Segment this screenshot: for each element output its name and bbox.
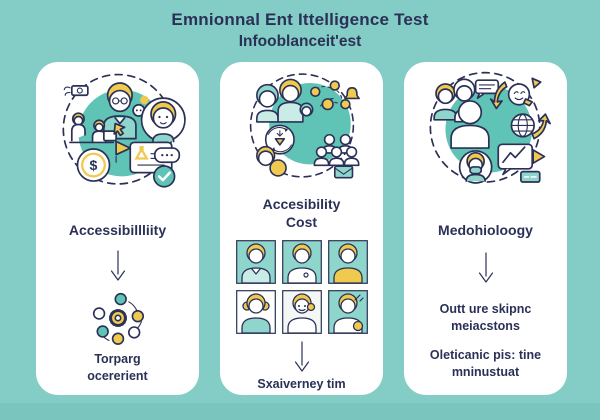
check-circle-icon (152, 165, 175, 188)
people-money-feedback-illustration: $ (61, 73, 186, 188)
speech-dots-icon (131, 95, 149, 117)
avatar-person-teal-shirt (235, 240, 276, 284)
dollar-coin-icon: $ (76, 148, 110, 182)
cards-row: $ Accessibillliity (36, 62, 567, 395)
down-arrow-icon (294, 341, 309, 372)
background-bottom-band (0, 403, 600, 420)
person-teal-hair-icon (255, 83, 279, 123)
page-title: Emnionnal Ent Ittelligence Test Infoobla… (0, 10, 600, 51)
card3-heading: Medohioloogy (438, 222, 533, 238)
avatar-person-headset (281, 290, 322, 334)
pencil-icon (522, 98, 533, 107)
card3-text-block-1: Outt ure skipnc meiacstons (439, 302, 532, 334)
avatar-person-side-buns (235, 290, 276, 334)
person-portrait-icon (140, 97, 186, 143)
people-at-desk-icon (68, 112, 125, 144)
card-accessibility: $ Accessibillliity (36, 62, 199, 395)
card-accessibility-cost: Accesibility Cost (220, 62, 383, 395)
card3-text-block-2: Oleticanic pis: tine mninustuat (429, 348, 542, 380)
face-with-coin-icon (255, 145, 287, 177)
envelope-icon (333, 165, 353, 179)
translate-tag-icon (519, 170, 541, 183)
bell-icon (343, 87, 360, 100)
feedback-device-icon (114, 140, 180, 188)
page-title-line1: Emnionnal Ent Ittelligence Test (171, 10, 429, 29)
speech-bubble-icon (474, 79, 499, 95)
circular-arrows-icon (264, 124, 295, 155)
megaphone-icon (114, 140, 131, 156)
chart-bubble-icon (496, 143, 545, 183)
down-arrow-icon (478, 252, 493, 284)
card1-heading: Accessibillliity (68, 222, 167, 238)
center-person-icon (449, 100, 490, 149)
people-translation-chat-illustration (429, 71, 551, 184)
avatar-person-with-coin (327, 290, 368, 334)
audience-group-icon (313, 133, 359, 179)
small-person-icon (298, 102, 313, 117)
avatar-person-yellow-shirt (327, 240, 368, 284)
gear-icon (108, 309, 127, 328)
person-yellow-hair-icon (276, 78, 304, 123)
money-bill-icon (63, 85, 89, 97)
dollar-symbol: $ (89, 157, 97, 173)
page-title-line2: Infooblanceit'est (238, 33, 362, 50)
cursor-icon (112, 122, 125, 137)
card2-heading: Accesibility Cost (262, 196, 341, 231)
avatar-grid (235, 240, 368, 334)
interpreter-icon (458, 150, 493, 184)
coin-network-icon (309, 80, 360, 111)
flask-icon (133, 146, 149, 160)
avatar-person-white-shirt (281, 240, 322, 284)
card1-caption: Torparg ocererient (87, 352, 148, 384)
process-cycle-gear-icon (92, 293, 144, 346)
people-network-coins-illustration (249, 73, 360, 179)
card-methodology: Medohioloogy Outt ure skipnc meiacstons … (404, 62, 567, 395)
translation-cycle-icon (489, 77, 551, 140)
down-arrow-icon (110, 250, 125, 282)
card2-caption: Sxaiverney tim (257, 376, 346, 391)
right-arrow-icon (531, 149, 545, 165)
